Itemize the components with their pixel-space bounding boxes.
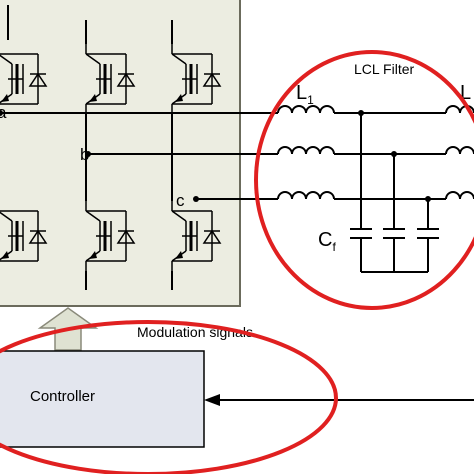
node-label-c: c [176, 191, 185, 210]
lcl-filter-highlight [254, 50, 474, 310]
inductor-l2-label: L [460, 82, 471, 104]
controller-box [0, 350, 205, 448]
filter-title: LCL Filter [354, 61, 415, 77]
controller-label: Controller [30, 388, 95, 405]
node-label-b: b [80, 145, 89, 164]
capacitor-label: Cf [318, 229, 336, 254]
inductor-l1-label: L1 [296, 82, 314, 107]
capacitor-bank [350, 228, 439, 273]
controller-highlight [0, 320, 338, 474]
node-label-a: a [0, 103, 7, 122]
